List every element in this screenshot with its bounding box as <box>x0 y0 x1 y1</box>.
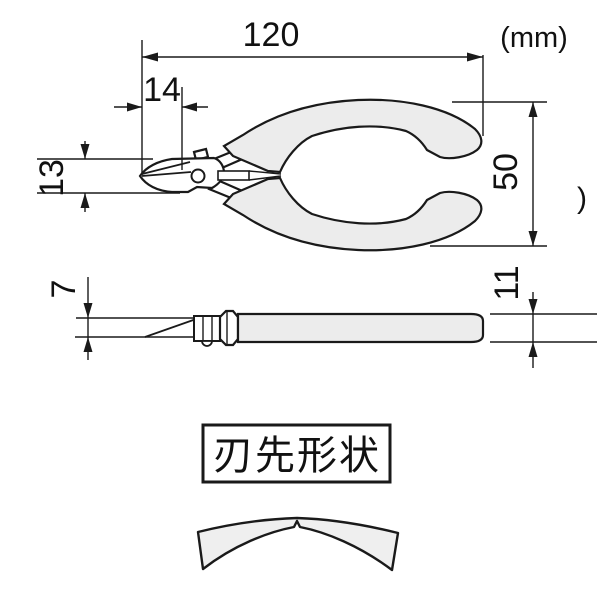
label-box-border <box>201 423 392 484</box>
arrowhead-top <box>528 102 538 117</box>
blade-shape-label: 刃先形状 <box>213 434 381 478</box>
arrowhead-right <box>467 52 483 62</box>
handle-spread-label: 50 <box>487 153 525 191</box>
jaw-slot-wedge-bottom <box>248 175 282 181</box>
arrowhead-bottom <box>528 342 538 357</box>
handle-side <box>236 312 485 344</box>
blade-cross-section <box>196 516 400 572</box>
collar <box>218 309 240 347</box>
arrowhead-left <box>127 102 142 112</box>
upper-handle <box>222 98 483 174</box>
pivot-tab <box>201 340 213 347</box>
arrowhead-top <box>528 299 538 314</box>
pivot-block <box>193 315 221 342</box>
jaw-slot <box>217 170 250 181</box>
dimension-13: 13 <box>33 141 180 212</box>
jaw-slot-wedge-top <box>248 170 282 175</box>
overall-length-label: 120 <box>243 16 300 54</box>
arrowhead-top <box>83 303 93 318</box>
blade-seam-lower <box>141 171 192 177</box>
unit-label: (mm) <box>500 22 568 54</box>
handle-thickness-label: 11 <box>488 265 526 300</box>
pliers-side-view <box>75 309 485 347</box>
arrowhead-top <box>80 144 90 159</box>
head-height-label: 13 <box>33 159 71 197</box>
pivot-circle <box>190 168 206 184</box>
dimension-50: 50 <box>430 101 547 247</box>
dimension-11: 11 <box>488 265 597 368</box>
blade-thickness-label: 7 <box>45 280 83 299</box>
arrowhead-bottom <box>528 231 538 246</box>
blade-bevel <box>144 317 200 338</box>
pliers-top-view <box>138 98 483 252</box>
jaw-length-label: 14 <box>143 71 181 109</box>
arrowhead-right <box>182 102 197 112</box>
stray-paren: ) <box>577 182 587 215</box>
arrowhead-left <box>142 52 158 62</box>
blade-shape-label-box: 刃先形状 <box>201 423 392 484</box>
arrowhead-bottom <box>83 337 93 352</box>
dimension-7: 7 <box>45 277 93 360</box>
dimension-14: 14 <box>114 71 208 170</box>
arrowhead-bottom <box>80 193 90 208</box>
lower-handle <box>222 176 483 252</box>
